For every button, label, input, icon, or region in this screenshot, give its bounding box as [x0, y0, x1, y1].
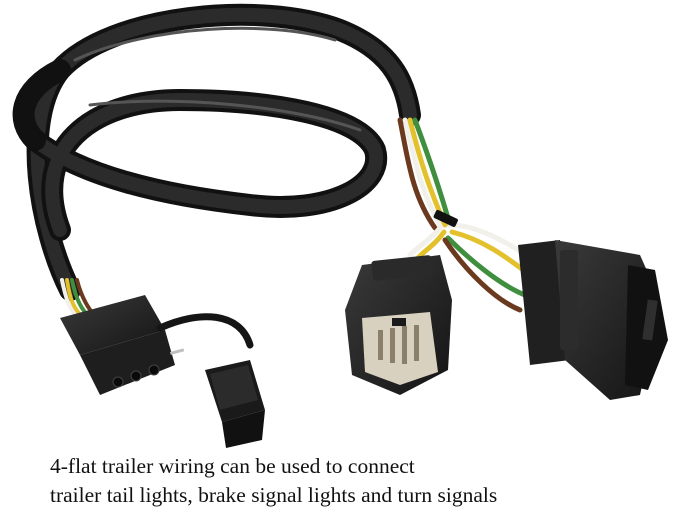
caption-line-1: 4-flat trailer wiring can be used to con… — [50, 454, 415, 478]
female-vehicle-connector — [345, 255, 452, 395]
dust-cap — [205, 360, 265, 448]
corrugated-loom-cable — [12, 3, 421, 301]
plug-socket — [112, 376, 124, 388]
male-vehicle-connector — [518, 240, 668, 400]
caption: 4-flat trailer wiring can be used to con… — [50, 452, 670, 510]
plug-socket — [130, 370, 142, 382]
plug-socket — [148, 364, 160, 376]
plug-pin — [170, 348, 185, 355]
wire-bundle-upper — [397, 117, 538, 313]
product-photo — [12, 3, 668, 448]
cable-tie — [433, 209, 458, 227]
4-flat-trailer-plug — [60, 295, 254, 395]
caption-line-2: trailer tail lights, brake signal lights… — [50, 483, 498, 507]
